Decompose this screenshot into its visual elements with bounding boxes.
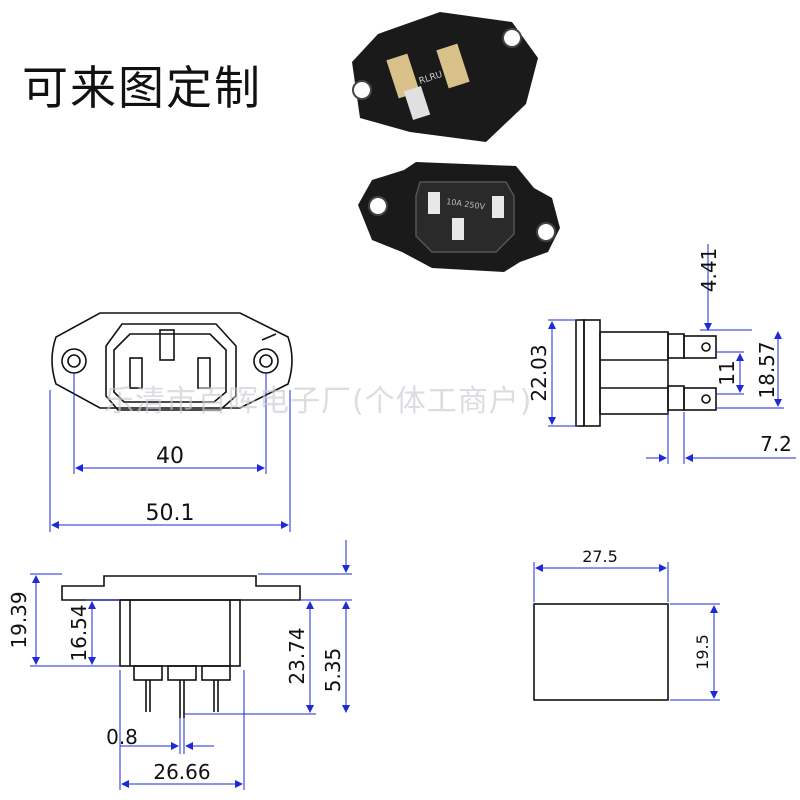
page-title: 可来图定制: [22, 61, 262, 115]
dim-cutout-height: 19.5: [693, 634, 712, 670]
dim-bottom-with-pins: 23.74: [285, 627, 309, 684]
dim-side-pin-spacing: 11: [715, 360, 739, 385]
product-photo-front: 10A 250V: [358, 162, 560, 272]
dim-bottom-body-width: 26.66: [153, 760, 210, 784]
product-photo-back: RLRU: [352, 12, 538, 142]
front-dimensions: [49, 372, 291, 532]
watermark-text: 乐清市百晖电子厂(个体工商户): [104, 384, 533, 419]
cutout-dimensions: [533, 562, 720, 701]
dim-cutout-width: 27.5: [582, 547, 618, 566]
dim-front-hole-spacing: 40: [156, 444, 184, 469]
side-view: [575, 319, 717, 427]
dim-bottom-total-height: 19.39: [7, 591, 31, 648]
side-dimensions: [548, 244, 796, 464]
dim-front-overall-width: 50.1: [146, 501, 195, 526]
dim-side-height: 22.03: [527, 344, 551, 401]
dim-bottom-pin-width: 0.8: [106, 725, 138, 749]
dim-bottom-pin-length: 5.35: [321, 648, 345, 693]
dim-side-top-offset: 4.41: [697, 248, 721, 293]
dim-side-overall-height: 18.57: [755, 341, 779, 398]
bottom-dimensions: [30, 540, 352, 790]
dim-bottom-body-height: 16.54: [67, 604, 91, 661]
bottom-view: [61, 575, 301, 718]
panel-cutout: [533, 603, 669, 701]
dim-side-pin-depth: 7.2: [760, 432, 792, 456]
